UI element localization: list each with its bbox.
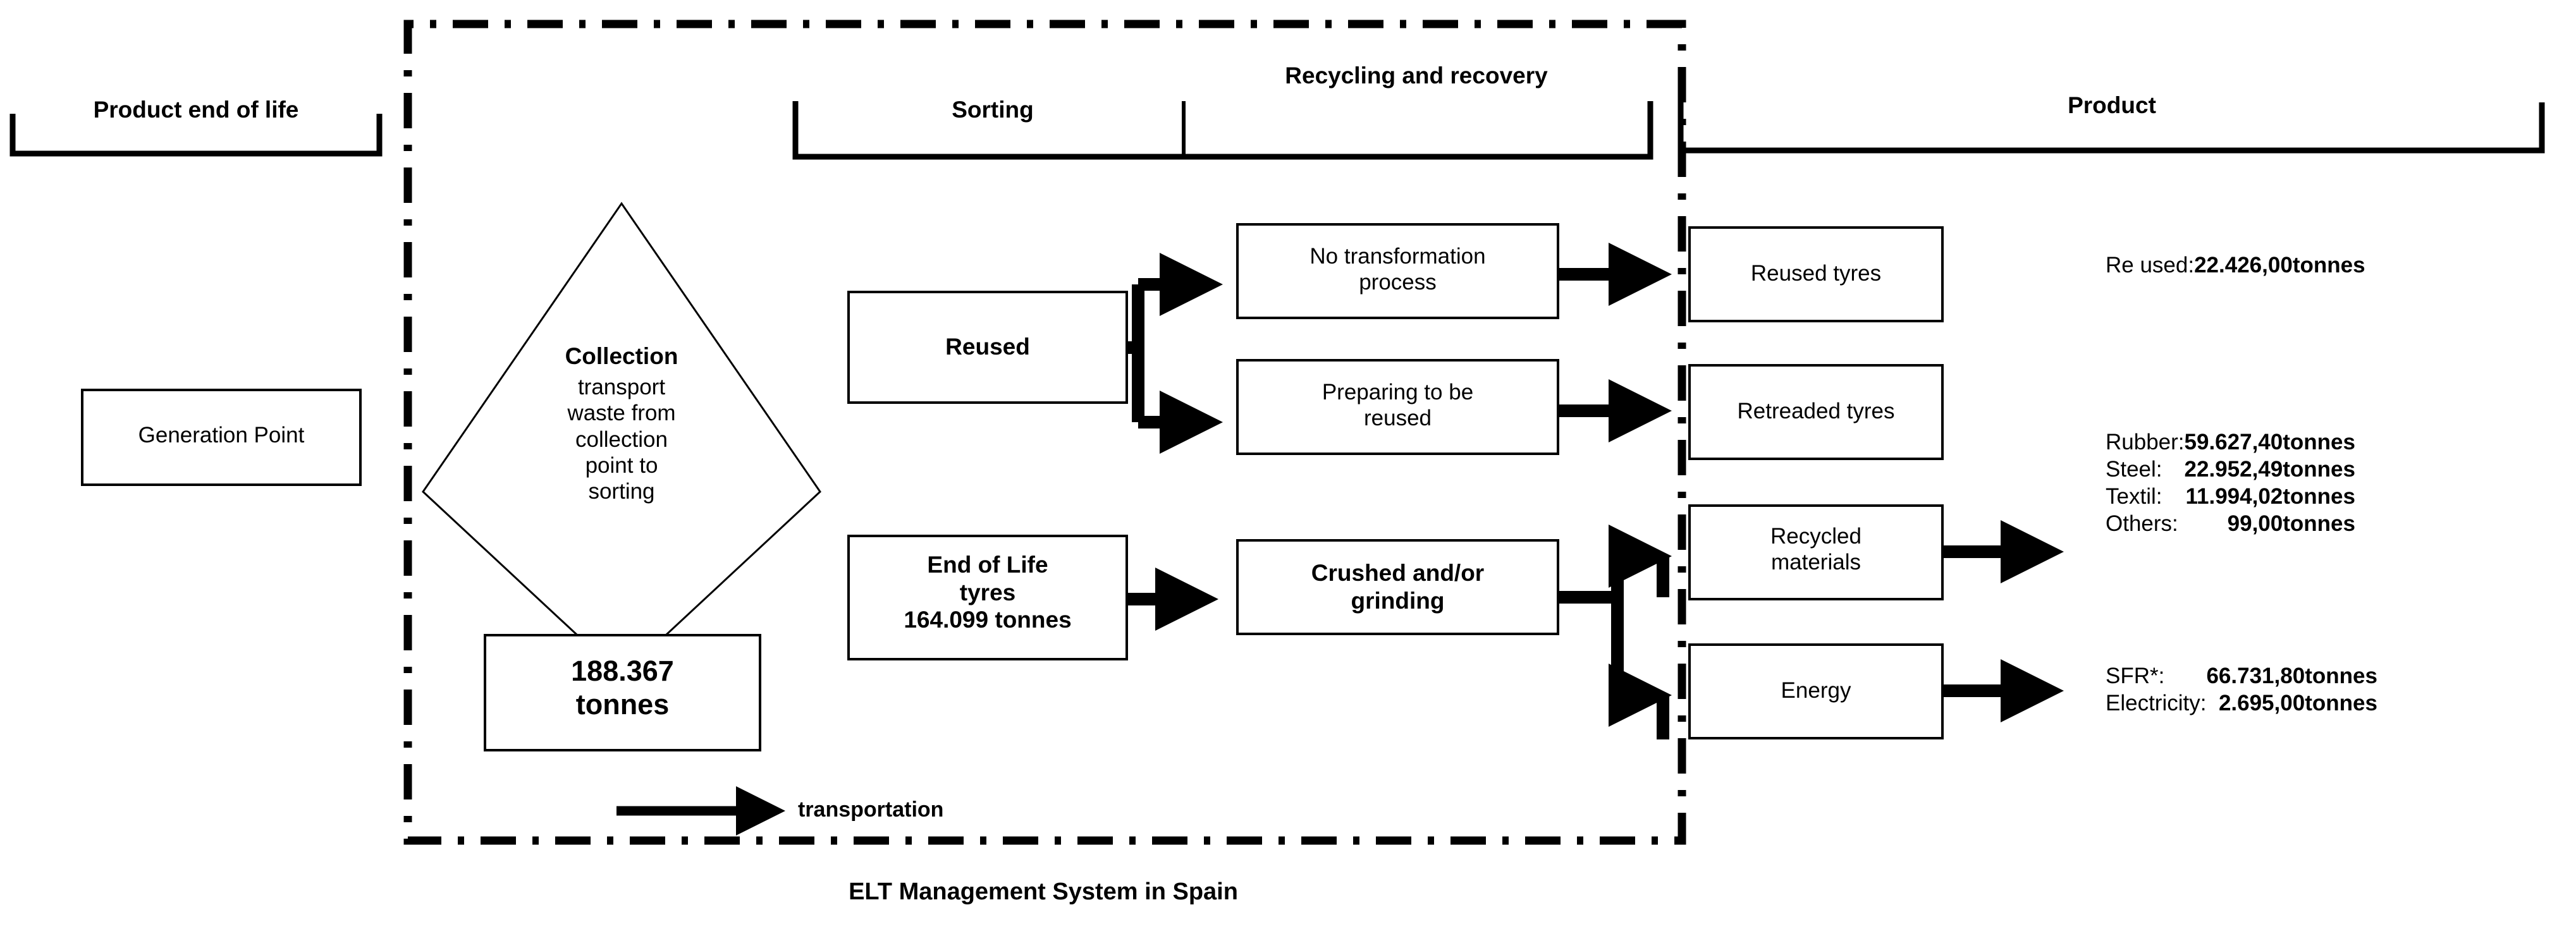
stat-value: 59.627,40 bbox=[2184, 430, 2283, 454]
stat-key: Others: bbox=[2106, 511, 2178, 536]
energy-label: Energy bbox=[1781, 678, 1851, 703]
stat-unit: tonnes bbox=[2283, 511, 2355, 536]
bracket-sorting-recycling bbox=[792, 101, 1653, 160]
preparing-to-be-reused-label: Preparing to be reused bbox=[1322, 380, 1474, 431]
stat-value: 2.695,00 bbox=[2218, 691, 2305, 715]
stat-value: 99,00 bbox=[2227, 511, 2283, 536]
bracket-product-end-of-life bbox=[9, 114, 383, 157]
stat-value: 22.426,00 bbox=[2194, 253, 2293, 277]
stat-unit: tonnes bbox=[2283, 430, 2355, 454]
generation-point-label: Generation Point bbox=[138, 423, 305, 447]
stat-key: Re used: bbox=[2106, 253, 2195, 277]
collection-body-label: transport waste from collection point to… bbox=[567, 375, 676, 504]
stat-value: 66.731,80 bbox=[2206, 664, 2305, 688]
stat-unit: tonnes bbox=[2292, 253, 2365, 277]
header-product-end-of-life: Product end of life bbox=[93, 97, 299, 123]
end-of-life-tyres-box bbox=[847, 535, 1128, 660]
energy-box bbox=[1688, 643, 1944, 739]
reused-label: Reused bbox=[945, 334, 1030, 360]
header-recycling-and-recovery: Recycling and recovery bbox=[1285, 63, 1548, 88]
retreaded-tyres-label: Retreaded tyres bbox=[1737, 399, 1895, 423]
retreaded-tyres-box bbox=[1688, 364, 1944, 460]
crushed-grinding-box bbox=[1236, 539, 1559, 635]
reused-box bbox=[847, 291, 1128, 404]
stat-key: Electricity: bbox=[2106, 691, 2207, 715]
stat-value: 11.994,02 bbox=[2185, 484, 2283, 509]
stat-value: 22.952,49 bbox=[2184, 457, 2283, 482]
diagram-caption: ELT Management System in Spain bbox=[849, 878, 1238, 905]
stat-key: Steel: bbox=[2106, 457, 2162, 482]
stat-key: Textil: bbox=[2106, 484, 2162, 509]
bracket-product bbox=[1677, 75, 2545, 154]
stat-unit: tonnes bbox=[2305, 691, 2377, 715]
legend-transportation-label: transportation bbox=[798, 798, 944, 822]
stat-unit: tonnes bbox=[2283, 484, 2355, 509]
system-boundary-dashdot bbox=[403, 20, 1686, 845]
generation-point-box bbox=[81, 389, 362, 486]
no-transformation-process-label: No transformation process bbox=[1309, 244, 1486, 295]
stat-unit: tonnes bbox=[2283, 457, 2355, 482]
crushed-grinding-label: Crushed and/or grinding bbox=[1311, 560, 1485, 614]
collection-amount-label: 188.367 tonnes bbox=[571, 655, 674, 721]
stat-key: Rubber: bbox=[2106, 430, 2185, 454]
reused-tyres-label: Reused tyres bbox=[1750, 261, 1882, 286]
no-transformation-process-box bbox=[1236, 223, 1559, 319]
header-sorting: Sorting bbox=[952, 97, 1034, 123]
end-of-life-tyres-label: End of Life tyres 164.099 tonnes bbox=[904, 552, 1072, 633]
preparing-to-be-reused-box bbox=[1236, 359, 1559, 455]
collection-title-label: Collection bbox=[565, 343, 678, 369]
header-product: Product bbox=[2068, 92, 2156, 118]
stat-unit: tonnes bbox=[2305, 664, 2377, 688]
recycled-materials-label: Recycled materials bbox=[1770, 524, 1861, 575]
reused-tyres-box bbox=[1688, 226, 1944, 322]
stat-key: SFR*: bbox=[2106, 664, 2165, 688]
collection-amount-box bbox=[484, 634, 761, 751]
